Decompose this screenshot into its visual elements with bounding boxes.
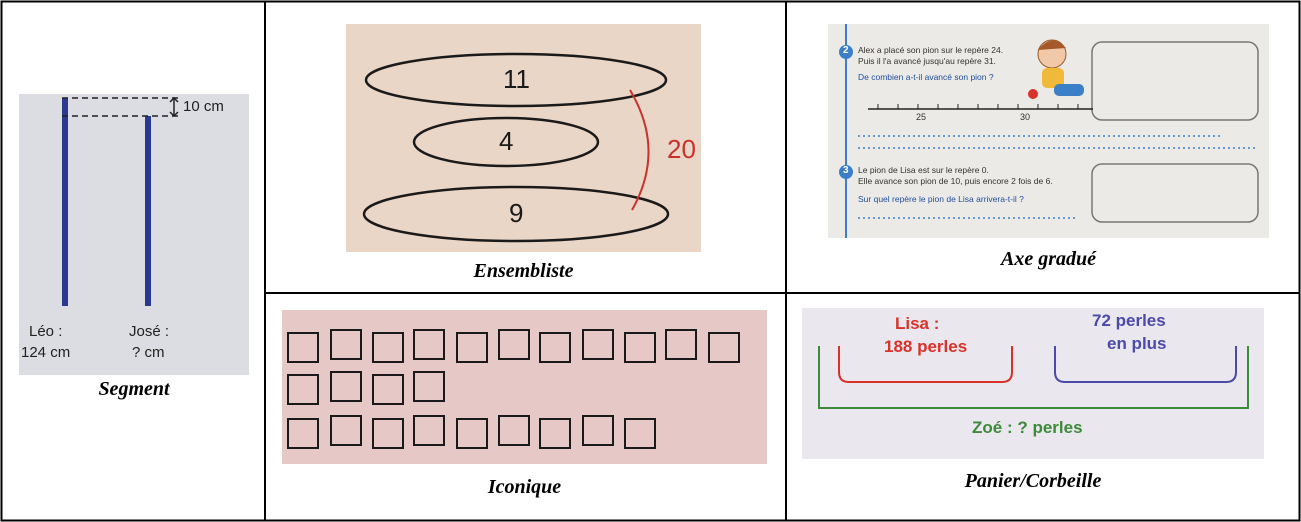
axe-drawing bbox=[839, 24, 1259, 238]
iconique-photo bbox=[282, 310, 767, 464]
jose-bar bbox=[145, 116, 151, 306]
q3-badge bbox=[839, 165, 853, 179]
caption-ensembliste: Ensembliste bbox=[473, 260, 574, 282]
total-brace bbox=[629, 89, 650, 211]
ensembliste-drawing bbox=[362, 52, 670, 243]
ensemble-top: 11 bbox=[503, 64, 530, 94]
middle-ellipse bbox=[412, 116, 600, 168]
icon-square-row3 bbox=[539, 418, 571, 449]
icon-square-row3 bbox=[582, 415, 614, 446]
q3-answer-box bbox=[1091, 163, 1259, 223]
plus-line2: en plus bbox=[1107, 334, 1167, 353]
icon-square-row3 bbox=[287, 418, 319, 449]
zoe-brace bbox=[818, 346, 1249, 409]
icon-square-row1 bbox=[498, 329, 530, 360]
segment-measure-label: 10 cm bbox=[183, 98, 224, 115]
ensemble-bottom: 9 bbox=[509, 198, 524, 228]
lisa-line2: 188 perles bbox=[884, 337, 968, 356]
icon-square-row3 bbox=[330, 415, 362, 446]
ensembliste-photo: 11 4 9 20 bbox=[346, 24, 701, 252]
panier-photo: Lisa : 188 perles 72 perles en plus Zoé … bbox=[802, 308, 1264, 459]
caption-axe: Axe gradué bbox=[1001, 248, 1096, 270]
icon-square-row2 bbox=[287, 374, 319, 405]
panier-drawing bbox=[818, 346, 1249, 409]
icon-square-row3 bbox=[413, 415, 445, 446]
tick-25: 25 bbox=[916, 112, 927, 122]
icon-square-row3 bbox=[498, 415, 530, 446]
q3-line1: Le pion de Lisa est sur le repère 0. bbox=[858, 165, 989, 175]
icon-square-row3 bbox=[456, 418, 488, 449]
ensemble-total: 20 bbox=[667, 134, 696, 164]
boy-illustration bbox=[1028, 39, 1084, 99]
icon-square-row3 bbox=[624, 418, 656, 449]
q2-badge bbox=[839, 45, 853, 59]
leo-value: 124 cm bbox=[21, 344, 71, 361]
icon-square-row1 bbox=[708, 332, 740, 363]
caption-segment: Segment bbox=[98, 378, 170, 400]
q2-line1: Alex a placé son pion sur le repère 24. bbox=[858, 45, 1004, 55]
q3-question: Sur quel repère le pion de Lisa arrivera… bbox=[858, 194, 1024, 204]
lisa-brace bbox=[838, 346, 1013, 383]
iconique-drawing bbox=[287, 329, 740, 449]
plus-brace bbox=[1054, 346, 1237, 383]
ensemble-middle: 4 bbox=[499, 126, 514, 156]
q2-number: 2 bbox=[843, 45, 849, 56]
q2-question: De combien a-t-il avancé son pion ? bbox=[858, 72, 994, 82]
icon-square-row1 bbox=[413, 329, 445, 360]
tick-30: 30 bbox=[1020, 112, 1031, 122]
q2-answer-box bbox=[1091, 41, 1259, 121]
icon-square-row2 bbox=[413, 371, 445, 402]
caption-iconique: Iconique bbox=[487, 476, 562, 498]
bottom-ellipse bbox=[362, 185, 670, 243]
top-ellipse bbox=[364, 52, 668, 108]
segment-photo: 10 cm Léo : 124 cm José : ? cm bbox=[19, 94, 249, 375]
q3-number: 3 bbox=[843, 165, 849, 176]
jose-name: José : bbox=[129, 323, 170, 340]
icon-square-row2 bbox=[372, 374, 404, 405]
plus-line1: 72 perles bbox=[1092, 311, 1166, 330]
icon-square-row1 bbox=[456, 332, 488, 363]
icon-square-row2 bbox=[330, 371, 362, 402]
caption-panier: Panier/Corbeille bbox=[964, 470, 1102, 492]
icon-square-row3 bbox=[372, 418, 404, 449]
icon-square-row1 bbox=[624, 332, 656, 363]
icon-square-row1 bbox=[539, 332, 571, 363]
q2-line2: Puis il l'a avancé jusqu'au repère 31. bbox=[858, 56, 996, 66]
q3-line2: Elle avance son pion de 10, puis encore … bbox=[858, 176, 1053, 186]
axe-photo: 2 Alex a placé son pion sur le repère 24… bbox=[828, 24, 1269, 238]
icon-square-row1 bbox=[372, 332, 404, 363]
zoe-label: Zoé : ? perles bbox=[972, 418, 1083, 437]
icon-square-row1 bbox=[665, 329, 697, 360]
jose-value: ? cm bbox=[132, 344, 165, 361]
leo-bar bbox=[62, 98, 68, 306]
leo-name: Léo : bbox=[29, 323, 63, 340]
icon-square-row1 bbox=[582, 329, 614, 360]
icon-square-row1 bbox=[287, 332, 319, 363]
lisa-line1: Lisa : bbox=[895, 314, 940, 333]
segment-drawing bbox=[62, 96, 179, 306]
icon-square-row1 bbox=[330, 329, 362, 360]
